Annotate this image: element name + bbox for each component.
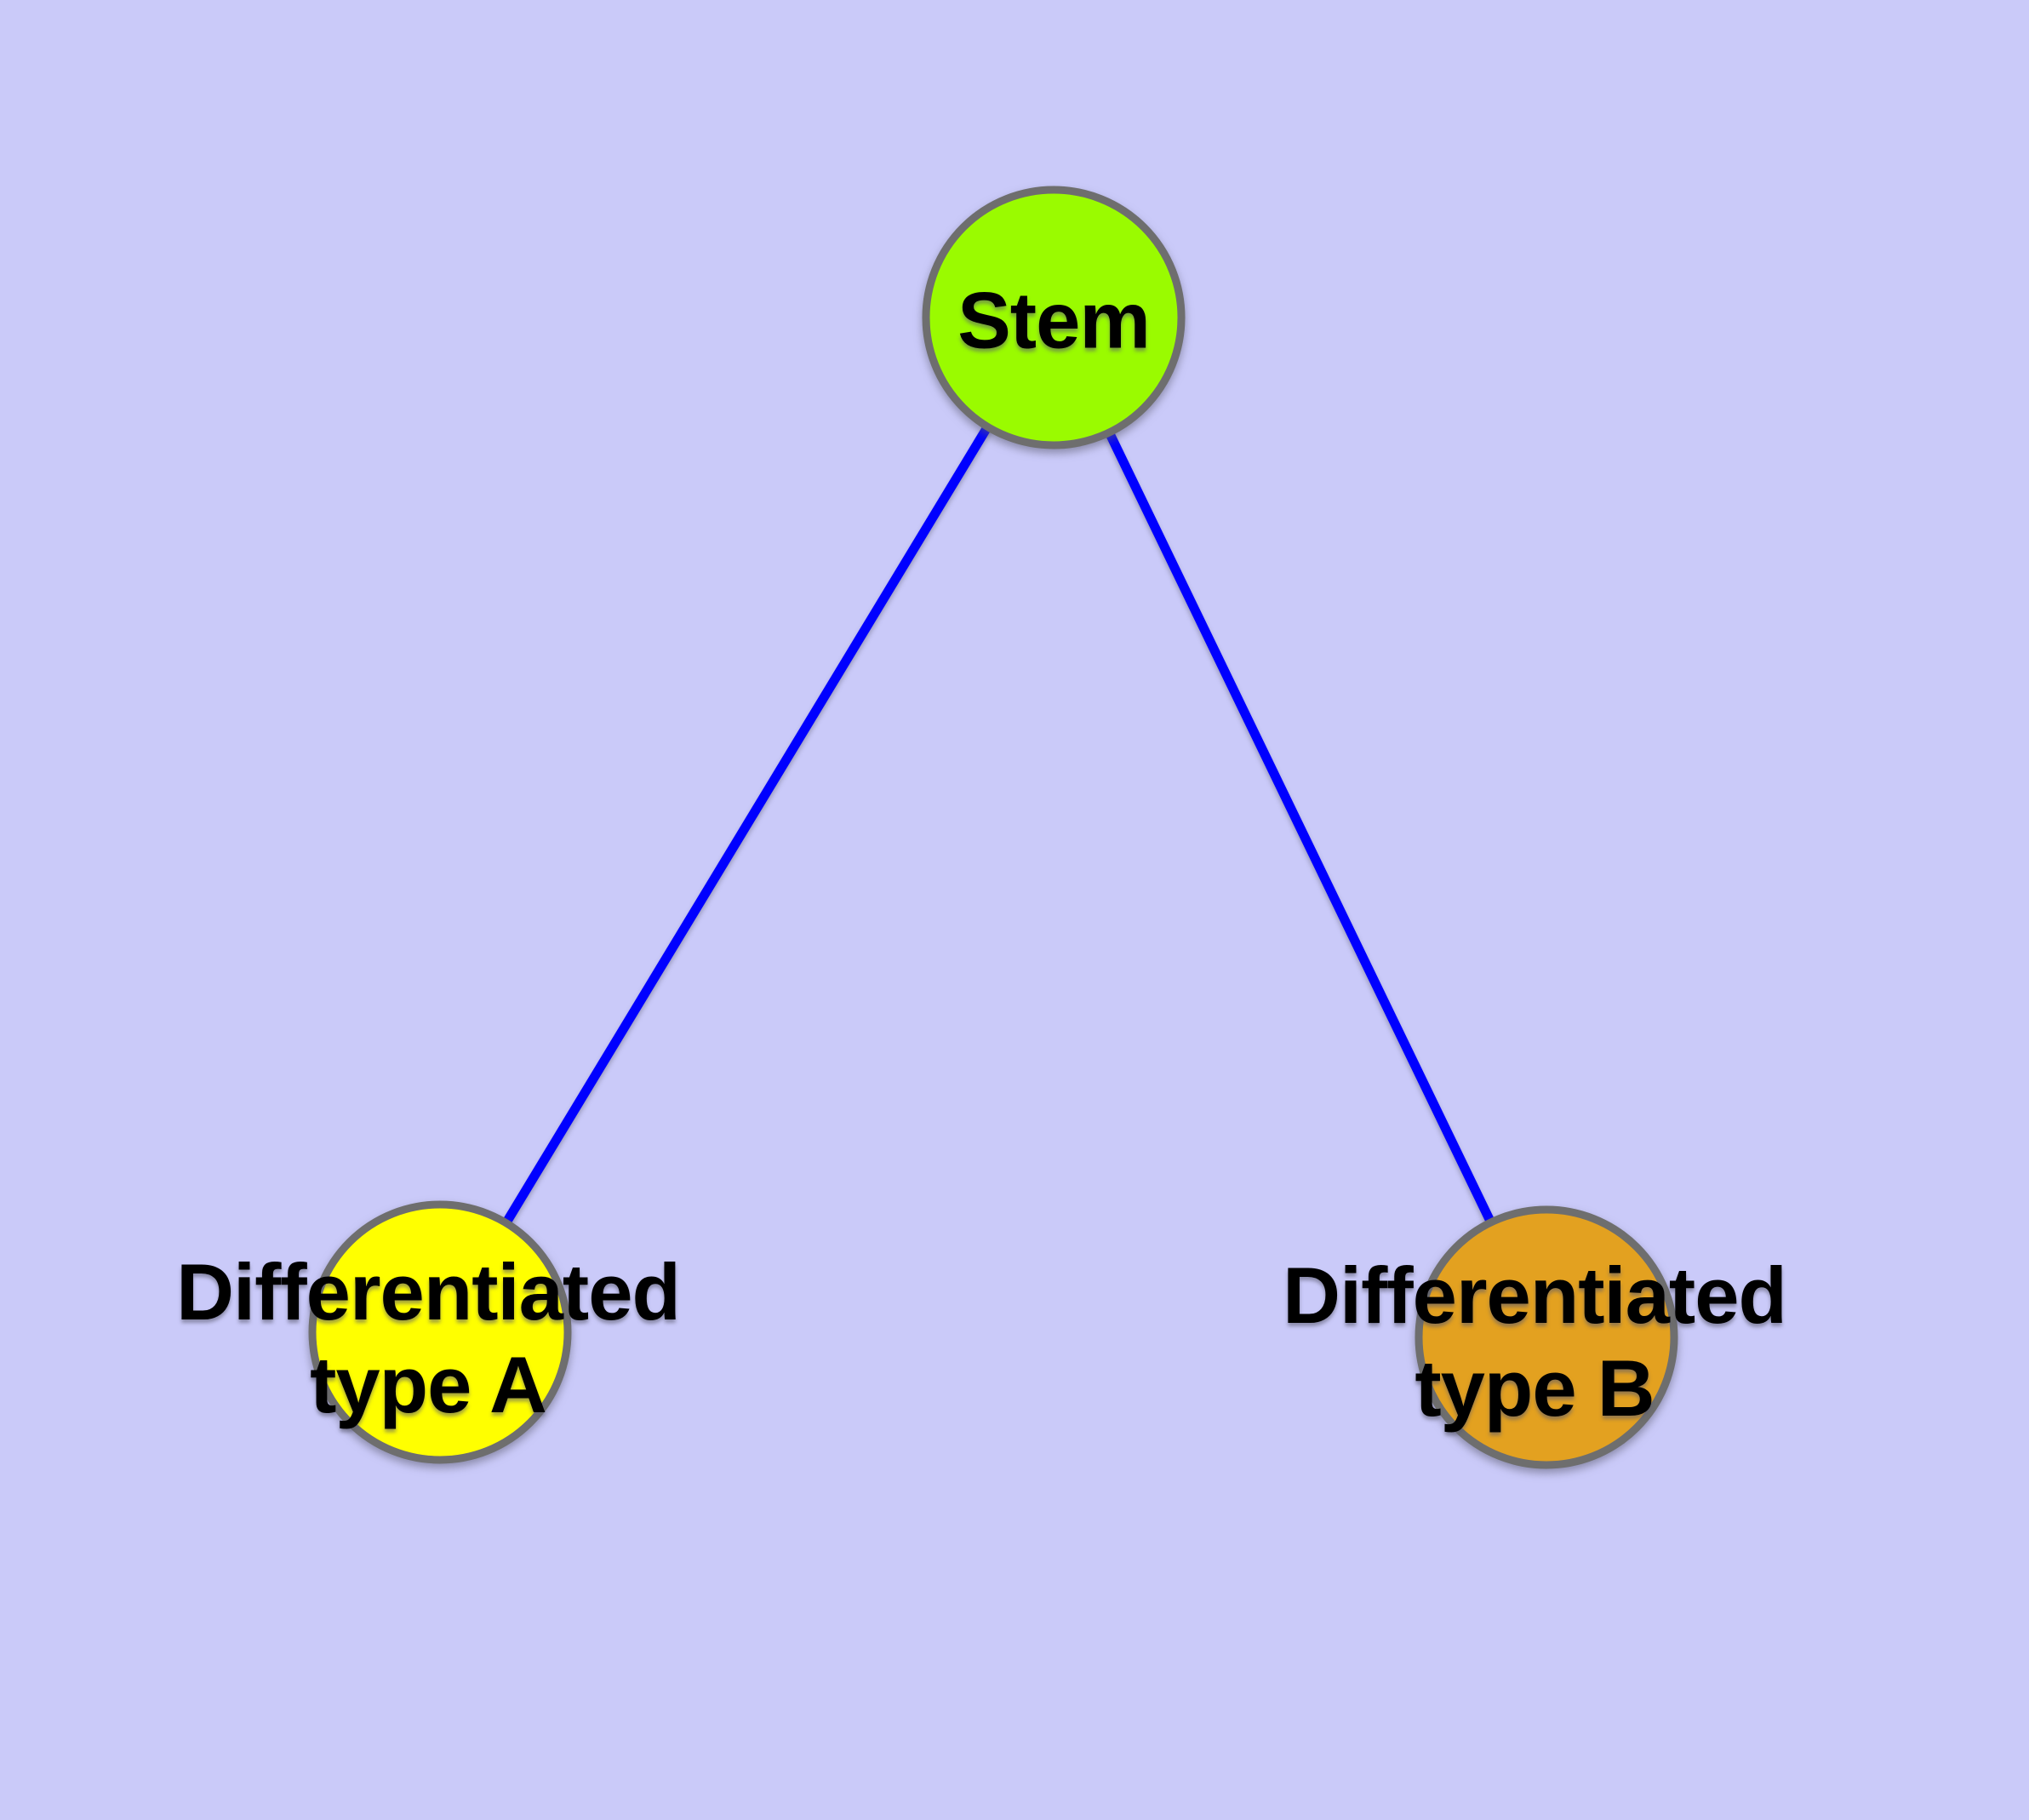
edge-stem-to-type-a bbox=[436, 315, 1058, 1335]
node-layer bbox=[308, 186, 1678, 1469]
node-stem-circle[interactable] bbox=[922, 186, 1186, 449]
edge-layer bbox=[436, 315, 1551, 1340]
node-type-a-circle[interactable] bbox=[308, 1200, 572, 1464]
edge-stem-to-type-b bbox=[1049, 315, 1551, 1340]
node-type-b-circle[interactable] bbox=[1415, 1205, 1678, 1469]
